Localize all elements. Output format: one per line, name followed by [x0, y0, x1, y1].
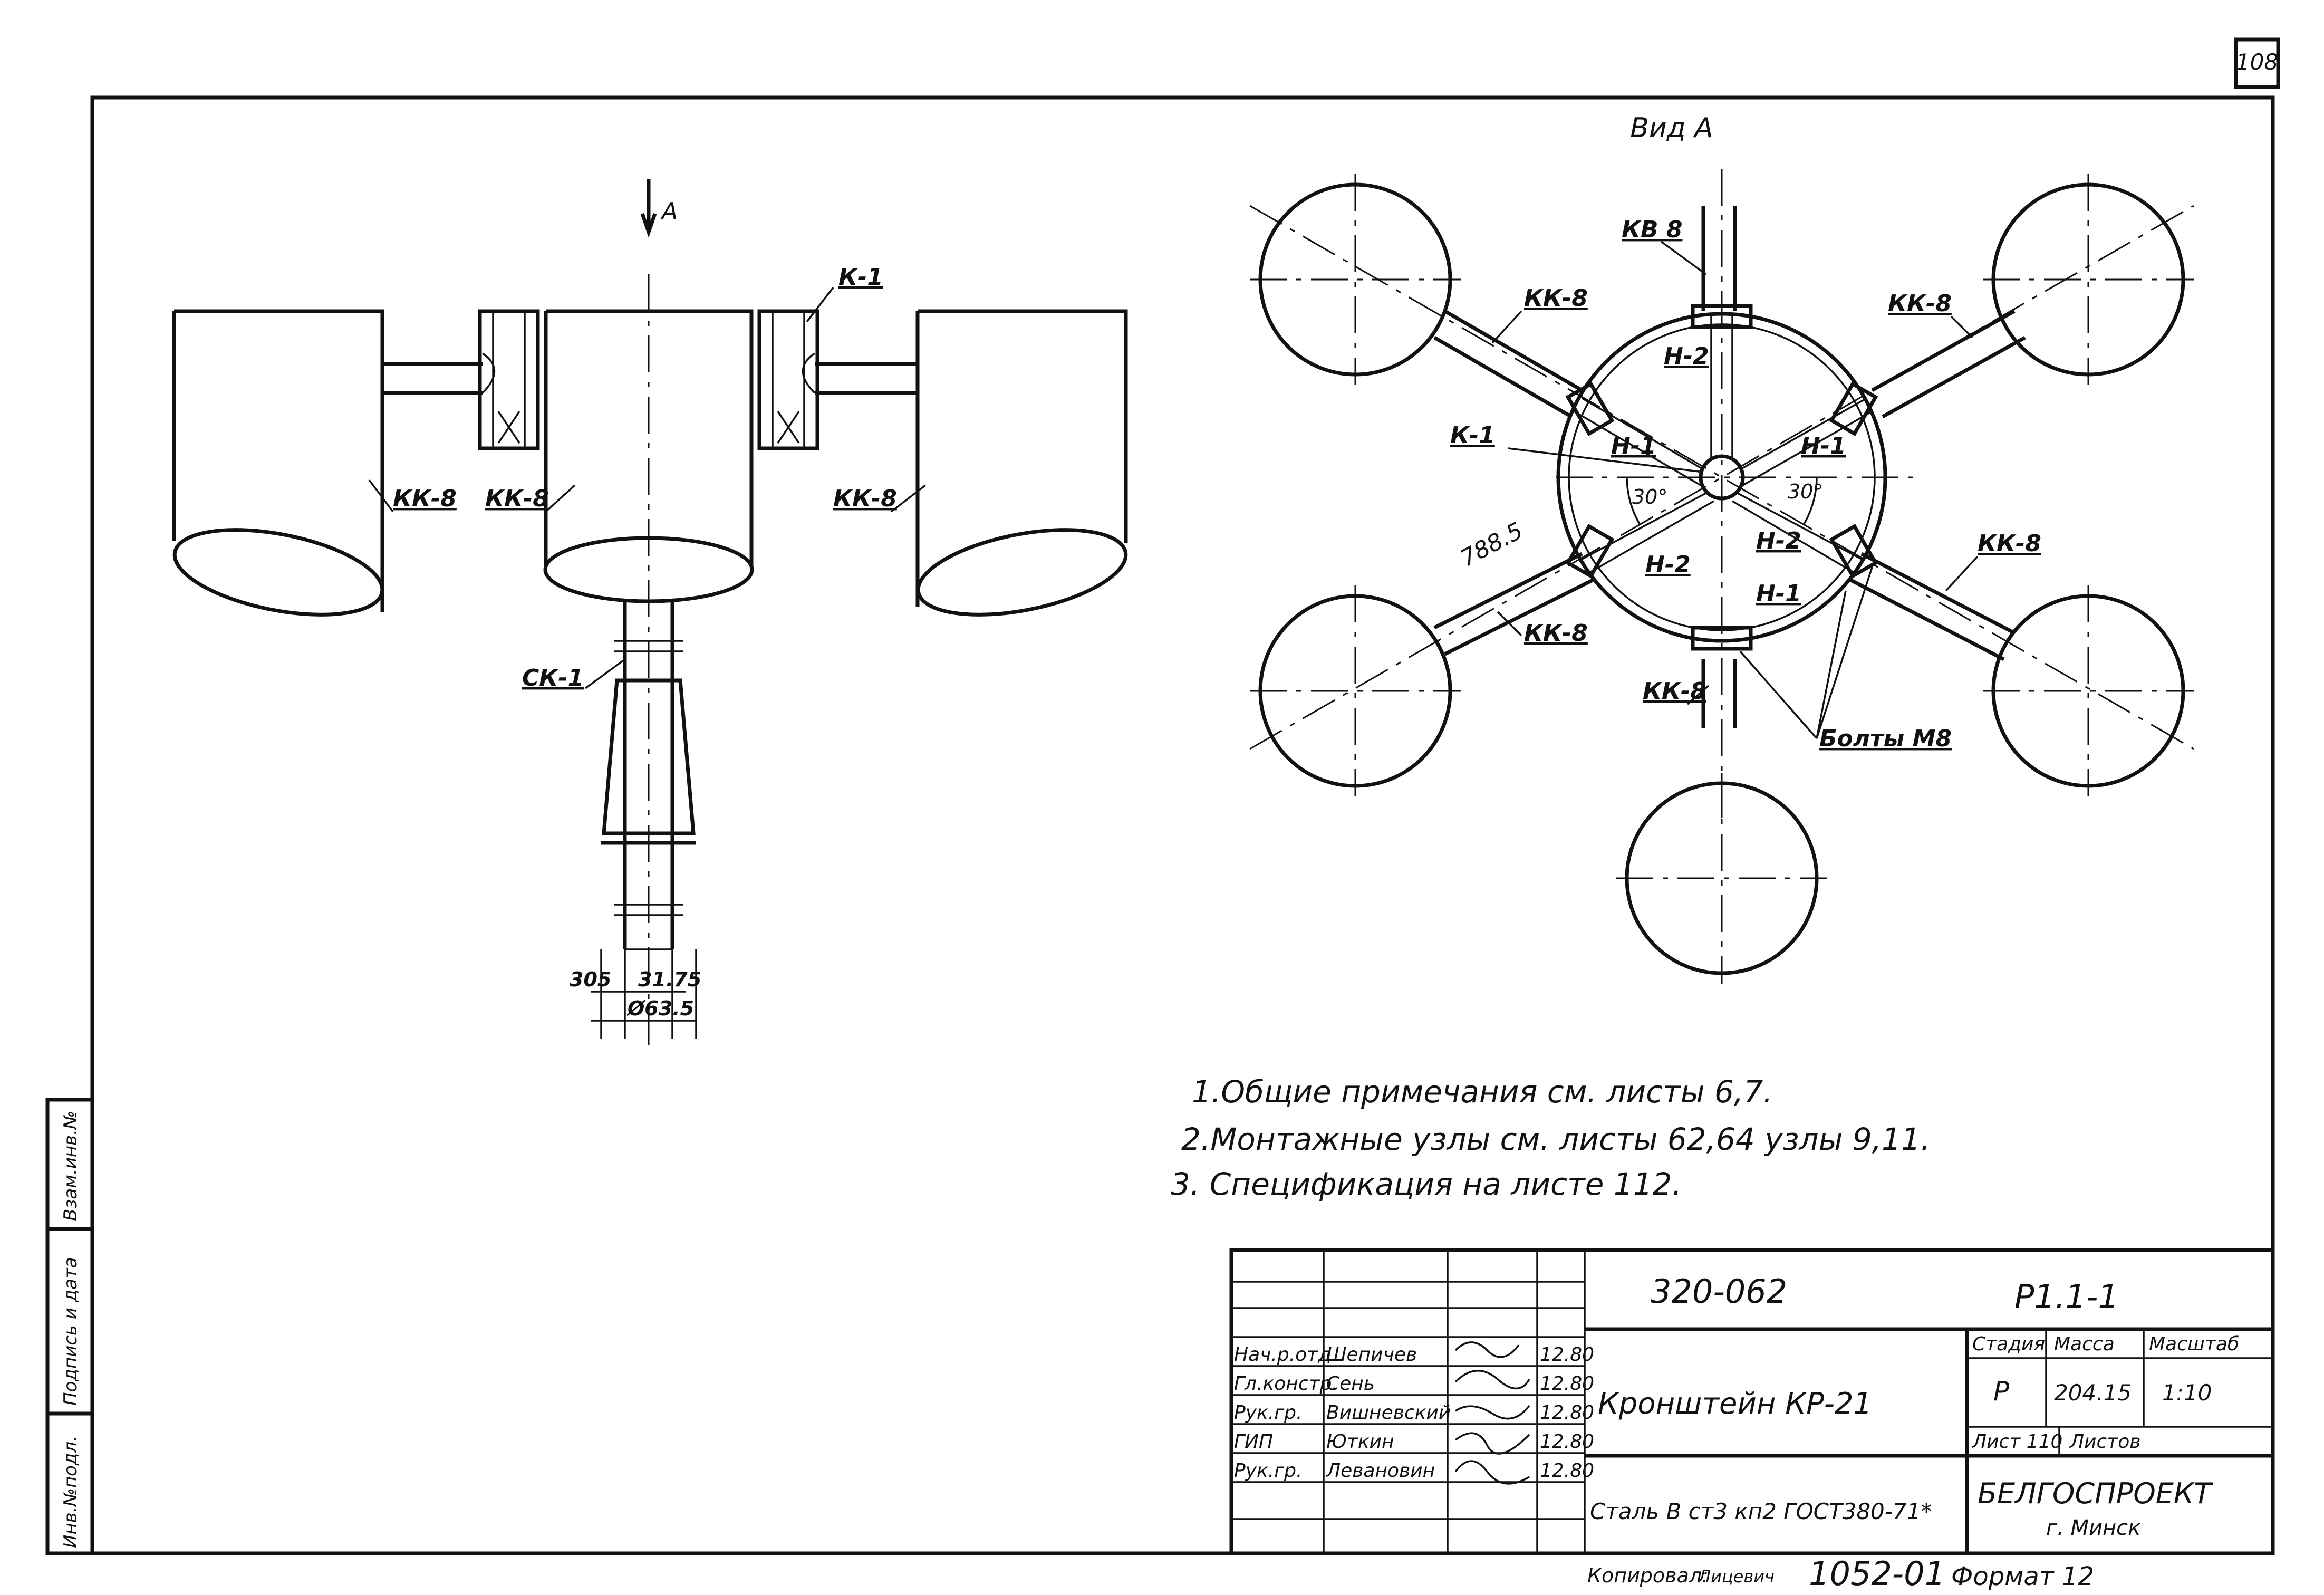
- label-bolts: Болты М8: [1819, 725, 1952, 752]
- label-angle-right: 30°: [1788, 480, 1823, 503]
- series: Р1.1-1: [2014, 1277, 2119, 1316]
- label-kk8-center: КК-8: [485, 485, 549, 512]
- housing-right: [915, 309, 1128, 607]
- label-h2-lower-right: Н-2: [1756, 527, 1801, 554]
- signer-name: Вишневский: [1326, 1402, 1451, 1424]
- note-2: 2.Монтажные узлы см. листы 62,64 узлы 9,…: [1181, 1121, 1930, 1157]
- signer-name: Юткин: [1326, 1431, 1394, 1453]
- label-k1: К-1: [838, 264, 883, 291]
- dim-305: 305: [570, 968, 611, 991]
- label-h2-lower-left: Н-2: [1645, 551, 1691, 578]
- mass-value: 204.15: [2054, 1380, 2132, 1406]
- dim-31-75: 31.75: [638, 968, 701, 991]
- signer-role: Нач.р.отд: [1234, 1344, 1331, 1366]
- page-number: 108: [2236, 49, 2278, 75]
- label-sk1: СК-1: [522, 665, 584, 691]
- stamp-inv-no: Инв.№подл.: [60, 1436, 81, 1548]
- stamp-signature-date: Подпись и дата: [60, 1257, 81, 1406]
- arms: [1433, 206, 2026, 728]
- label-kk8-right: КК-8: [1978, 530, 2041, 557]
- stage-value: Р: [1993, 1376, 2010, 1407]
- signer-name: Сень: [1326, 1373, 1375, 1395]
- signer-date: 12.80: [1540, 1431, 1594, 1453]
- label-kk8-upper-left: КК-8: [1524, 285, 1588, 312]
- signer-name: Левановин: [1325, 1460, 1435, 1482]
- title-block: 320-062 Р1.1-1 Кронштейн КР-21 Сталь В с…: [1229, 1248, 2275, 1555]
- copied-label: Копировал:: [1587, 1564, 1709, 1587]
- signer-date: 12.80: [1540, 1402, 1594, 1424]
- format-label: Формат 12: [1951, 1562, 2094, 1591]
- clamp-right: [757, 309, 819, 450]
- stamp-replaced-inv: Взам.инв.№: [60, 1111, 81, 1221]
- scale-value: 1:10: [2162, 1380, 2212, 1406]
- section-arrow: [640, 213, 657, 238]
- housing-left: [172, 309, 384, 612]
- signer-role: Рук.гр.: [1234, 1402, 1302, 1424]
- signer-name: Шепичев: [1326, 1344, 1417, 1366]
- label-kk8-left: КК-8: [393, 485, 457, 512]
- plan-axes: [1249, 169, 2194, 818]
- arm-right: [815, 362, 918, 395]
- note-1: 1.Общие примечания см. листы 6,7.: [1192, 1074, 1773, 1110]
- label-radius: 788.5: [1456, 517, 1527, 572]
- ring-clamps: [1565, 304, 1878, 651]
- label-h1-right: Н-1: [1801, 433, 1846, 459]
- plan-view: Вид А: [1249, 112, 2194, 984]
- org-city: г. Минск: [2046, 1516, 2140, 1540]
- signer-role: ГИП: [1234, 1431, 1273, 1453]
- section-mark: А: [660, 198, 678, 225]
- col-scale: Масштаб: [2149, 1333, 2239, 1355]
- view-a-title: Вид А: [1630, 112, 1713, 144]
- page-number-box: [2234, 37, 2280, 89]
- org-name: БЕЛГОСПРОЕКТ: [1978, 1477, 2213, 1510]
- signer-date: 12.80: [1540, 1373, 1594, 1395]
- col-mass: Масса: [2054, 1333, 2115, 1355]
- side-stamp: Инв.№подл. Подпись и дата Взам.инв.№: [45, 1098, 94, 1555]
- signer-date: 12.80: [1540, 1460, 1594, 1482]
- label-kk8-upper-right: КК-8: [1888, 290, 1952, 317]
- socket: [602, 678, 696, 835]
- dim-63-5: Ø63.5: [626, 997, 694, 1020]
- side-view: А: [172, 179, 1128, 1055]
- label-kk8-bottom: КК-8: [1643, 678, 1706, 705]
- sheet-label: Лист 110: [1971, 1431, 2062, 1453]
- spokes: [1574, 316, 1873, 573]
- label-angle-left: 30°: [1632, 485, 1667, 508]
- col-stage: Стадия: [1972, 1333, 2045, 1355]
- footer: Копировал: Лицевич 1052-01 Формат 12: [1587, 1554, 2094, 1593]
- signer-role: Рук.гр.: [1234, 1460, 1302, 1482]
- housing-center: [544, 309, 754, 567]
- clamp-left: [478, 309, 540, 450]
- doc-number: 320-062: [1651, 1272, 1787, 1311]
- label-kv8: КВ 8: [1622, 216, 1682, 243]
- part-name: Кронштейн КР-21: [1598, 1387, 1872, 1421]
- material: Сталь В ст3 кп2 ГОСТ380-71*: [1590, 1498, 1932, 1524]
- label-h1-left: Н-1: [1611, 433, 1656, 459]
- sheets-label: Листов: [2069, 1431, 2140, 1453]
- order-number: 1052-01: [1809, 1554, 1945, 1593]
- label-kk8-lower-left: КК-8: [1524, 620, 1588, 647]
- signer-date: 12.80: [1540, 1344, 1594, 1366]
- label-h2-top: Н-2: [1664, 343, 1709, 370]
- label-k1-plan: К-1: [1450, 422, 1495, 449]
- arm-left: [382, 362, 483, 395]
- general-notes: 1.Общие примечания см. листы 6,7. 2.Монт…: [1171, 1074, 1930, 1202]
- drawing-frame: [90, 95, 2275, 1555]
- copied-name: Лицевич: [1698, 1567, 1775, 1587]
- label-h1-bottom: Н-1: [1756, 580, 1801, 607]
- note-3: 3. Спецификация на листе 112.: [1171, 1166, 1682, 1202]
- signatures: [1454, 1341, 1530, 1485]
- signer-role: Гл.констр.: [1234, 1373, 1338, 1395]
- label-kk8-right: КК-8: [833, 485, 897, 512]
